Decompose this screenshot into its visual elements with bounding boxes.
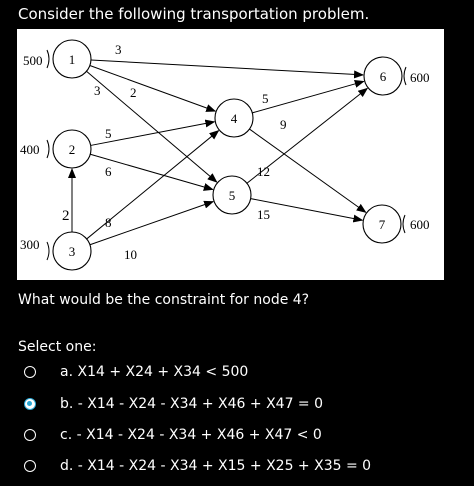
edge-cost-label-1-6: 3 [115, 42, 122, 57]
edge-cost-label-2-4: 5 [105, 126, 112, 141]
node-3-bracket [46, 241, 50, 261]
edge-cost-label-2-5: 6 [105, 164, 112, 179]
node-1-supply-label: 500 [23, 53, 43, 68]
node-2-circle [52, 129, 92, 169]
edge-4-6 [252, 80, 365, 114]
node-1-circle [52, 39, 92, 79]
option-a-label: a. X14 + X24 + X34 < 500 [60, 364, 249, 380]
option-a[interactable]: a. X14 + X24 + X34 < 500 [24, 364, 464, 384]
option-a-radio[interactable] [24, 366, 36, 378]
node-7-bracket [402, 214, 406, 234]
node-2-label: 2 [69, 142, 76, 157]
edge-2-5 [90, 153, 214, 191]
node-5-circle [212, 175, 252, 215]
node-6-bracket [403, 66, 407, 86]
edge-2-4 [90, 119, 216, 146]
edge-3-4 [86, 130, 220, 240]
edge-cost-label-4-7: 9 [280, 117, 287, 132]
node-1-label: 1 [69, 52, 76, 67]
node-3-label: 3 [69, 244, 76, 259]
node-3-supply-label: 300 [20, 237, 40, 252]
edge-1-5 [86, 70, 218, 183]
edge-cost-label-5-7: 15 [257, 207, 270, 222]
edge-4-7 [249, 128, 367, 213]
node-6-circle [363, 56, 403, 96]
node-4-circle [214, 98, 254, 138]
edge-cost-label-3-5: 10 [124, 247, 137, 262]
edge-1-6 [90, 59, 365, 79]
option-c[interactable]: c. - X14 - X24 - X34 + X46 + X47 < 0 [24, 427, 464, 447]
node-4-label: 4 [231, 111, 238, 126]
option-c-label: c. - X14 - X24 - X34 + X46 + X47 < 0 [60, 427, 322, 443]
option-d-radio[interactable] [24, 460, 36, 472]
option-b[interactable]: b. - X14 - X24 - X34 + X46 + X47 = 0 [24, 396, 464, 416]
select-one-label: Select one: [18, 339, 97, 355]
edge-cost-label-3-4: 8 [105, 215, 112, 230]
edge-cost-label-4-6: 5 [262, 91, 269, 106]
option-d-label: d. - X14 - X24 - X34 + X15 + X25 + X35 =… [60, 458, 372, 474]
edge-cost-label-5-6: 12 [257, 164, 270, 179]
node-7-circle [362, 204, 402, 244]
edge-5-7 [250, 198, 364, 223]
edge-cost-label-3-2: 2 [62, 208, 70, 224]
option-b-radio[interactable] [24, 398, 36, 410]
edge-1-4 [89, 65, 217, 112]
edge-3-5 [89, 200, 215, 246]
node-6-demand-label: 600 [410, 70, 430, 85]
node-2-supply-label: 400 [20, 142, 40, 157]
edge-cost-label-1-5: 2 [130, 85, 137, 100]
node-1-bracket [46, 49, 50, 69]
option-c-radio[interactable] [24, 429, 36, 441]
edge-5-6 [246, 87, 369, 184]
node-3-circle [52, 231, 92, 271]
node-7-demand-label: 600 [410, 217, 430, 232]
option-b-label: b. - X14 - X24 - X34 + X46 + X47 = 0 [60, 396, 324, 412]
node-5-label: 5 [229, 188, 236, 203]
node-7-label: 7 [379, 217, 386, 232]
node-6-label: 6 [380, 69, 387, 84]
node-2-bracket [46, 139, 50, 159]
option-d[interactable]: d. - X14 - X24 - X34 + X15 + X25 + X35 =… [24, 458, 464, 478]
edge-cost-label-1-4: 3 [94, 83, 101, 98]
sub-question: What would be the constraint for node 4? [18, 292, 310, 308]
question-prompt: Consider the following transportation pr… [18, 5, 370, 23]
